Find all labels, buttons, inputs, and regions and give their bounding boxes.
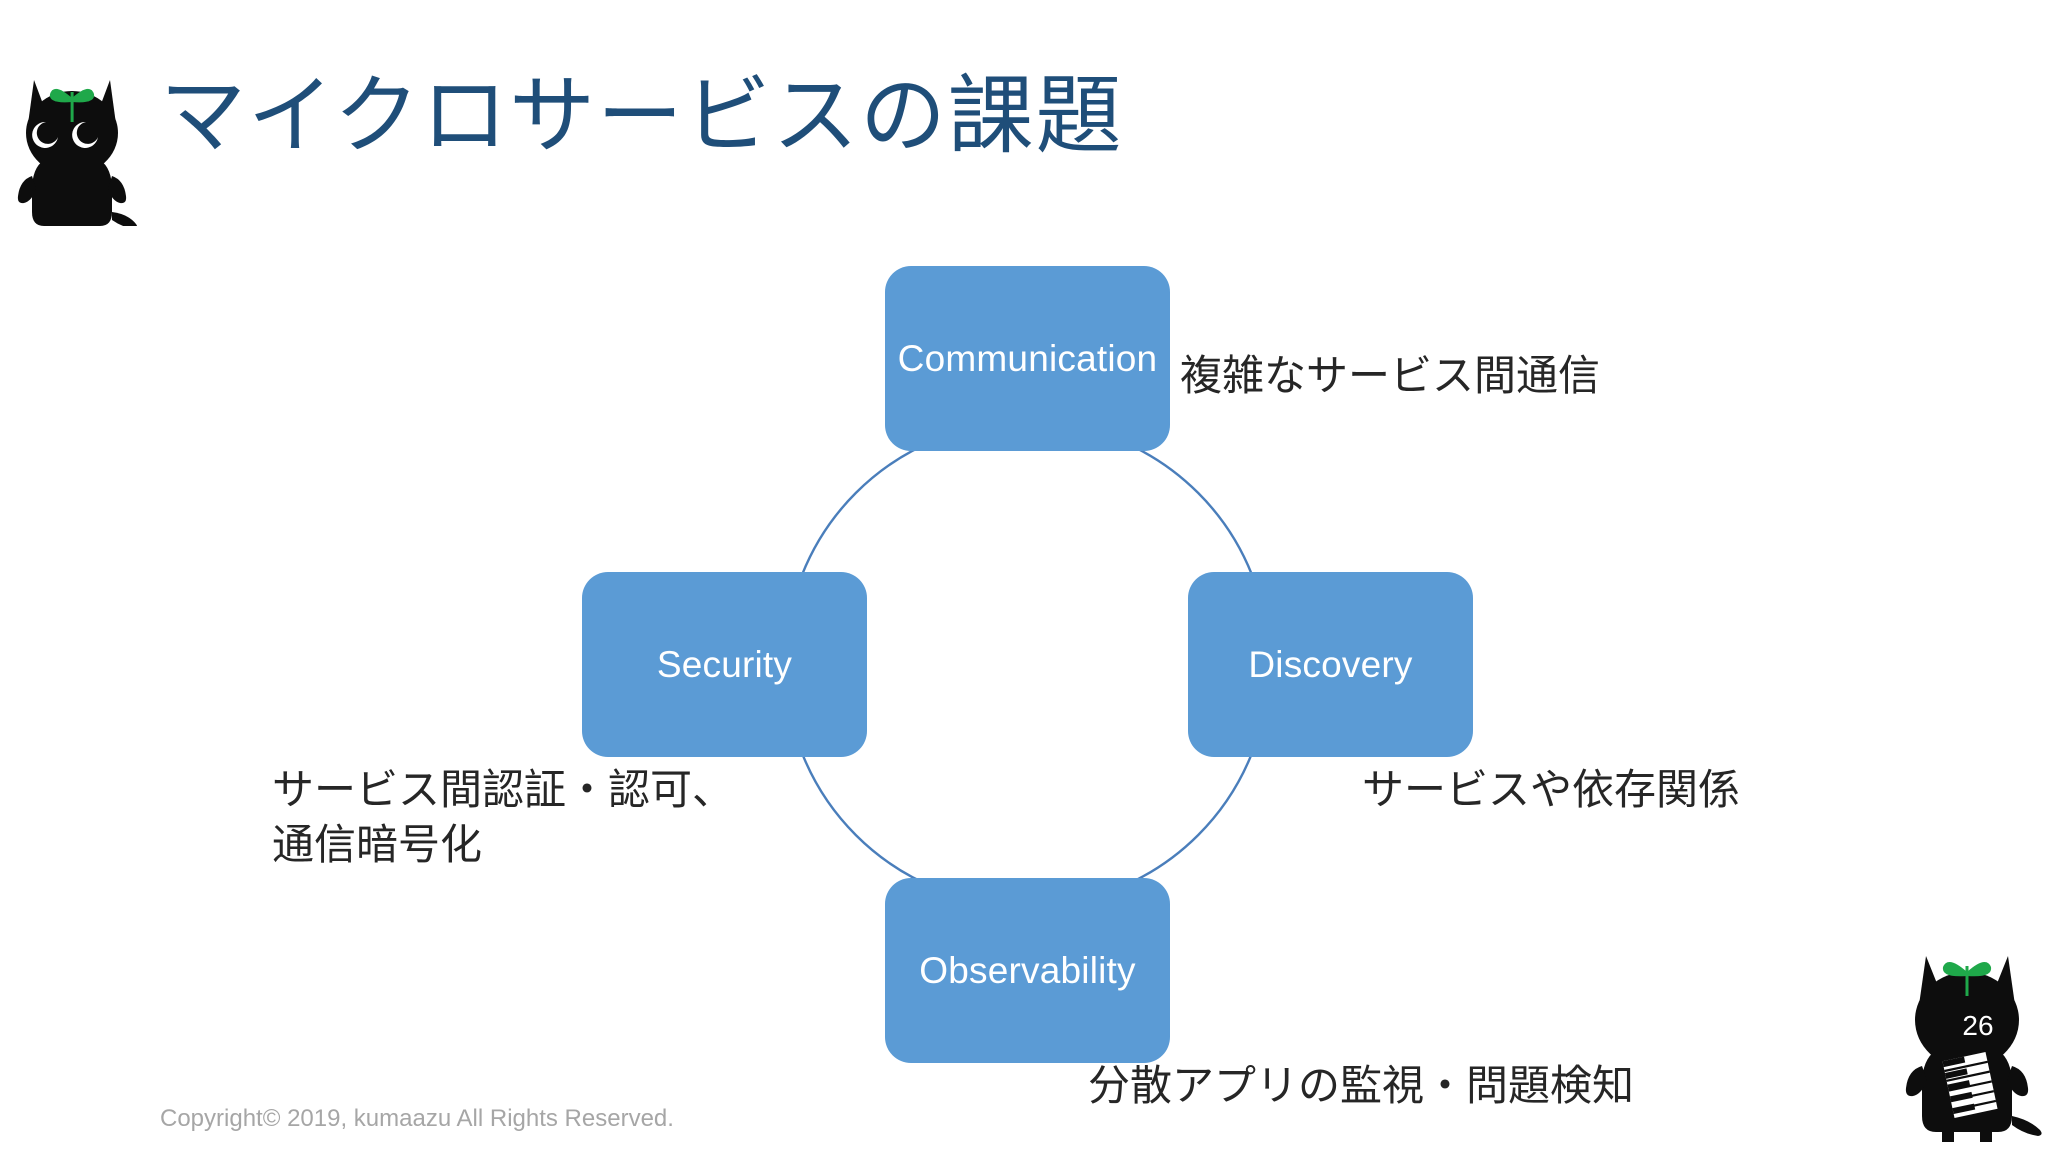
cycle-diagram: Communication Discovery Observability Se… <box>0 200 2048 1109</box>
sprout-icon <box>49 88 95 122</box>
caption-communication: 複雑なサービス間通信 <box>1180 352 1601 399</box>
mascot-cat-logo-top-left <box>2 36 142 229</box>
piano-keyboard-icon <box>1942 1052 1998 1118</box>
caption-security: サービス間認証・認可、 通信暗号化 <box>272 766 735 869</box>
cat-eyes <box>32 121 98 148</box>
cat-body-shape <box>1905 956 2042 1142</box>
node-security-label: Security <box>656 643 793 685</box>
page-number: 26 <box>1962 1010 1994 1041</box>
cat-body-shape <box>17 80 138 229</box>
node-discovery-label: Discovery <box>1248 643 1413 685</box>
node-observability[interactable]: Observability <box>885 878 1170 1063</box>
caption-discovery: サービスや依存関係 <box>1362 766 1741 813</box>
node-discovery[interactable]: Discovery <box>1188 572 1473 757</box>
node-communication-label: Communication <box>897 337 1158 379</box>
node-security[interactable]: Security <box>582 572 867 757</box>
node-observability-label: Observability <box>919 949 1136 991</box>
node-communication[interactable]: Communication <box>885 266 1170 451</box>
caption-observability: 分散アプリの監視・問題検知 <box>1088 1062 1635 1109</box>
page-title: マイクロサービスの課題 <box>160 68 1124 164</box>
mascot-cat-logo-bottom-right <box>1888 938 2046 1152</box>
sprout-icon <box>1942 962 1992 996</box>
copyright-text: Copyright© 2019, kumaazu All Rights Rese… <box>160 1105 674 1132</box>
